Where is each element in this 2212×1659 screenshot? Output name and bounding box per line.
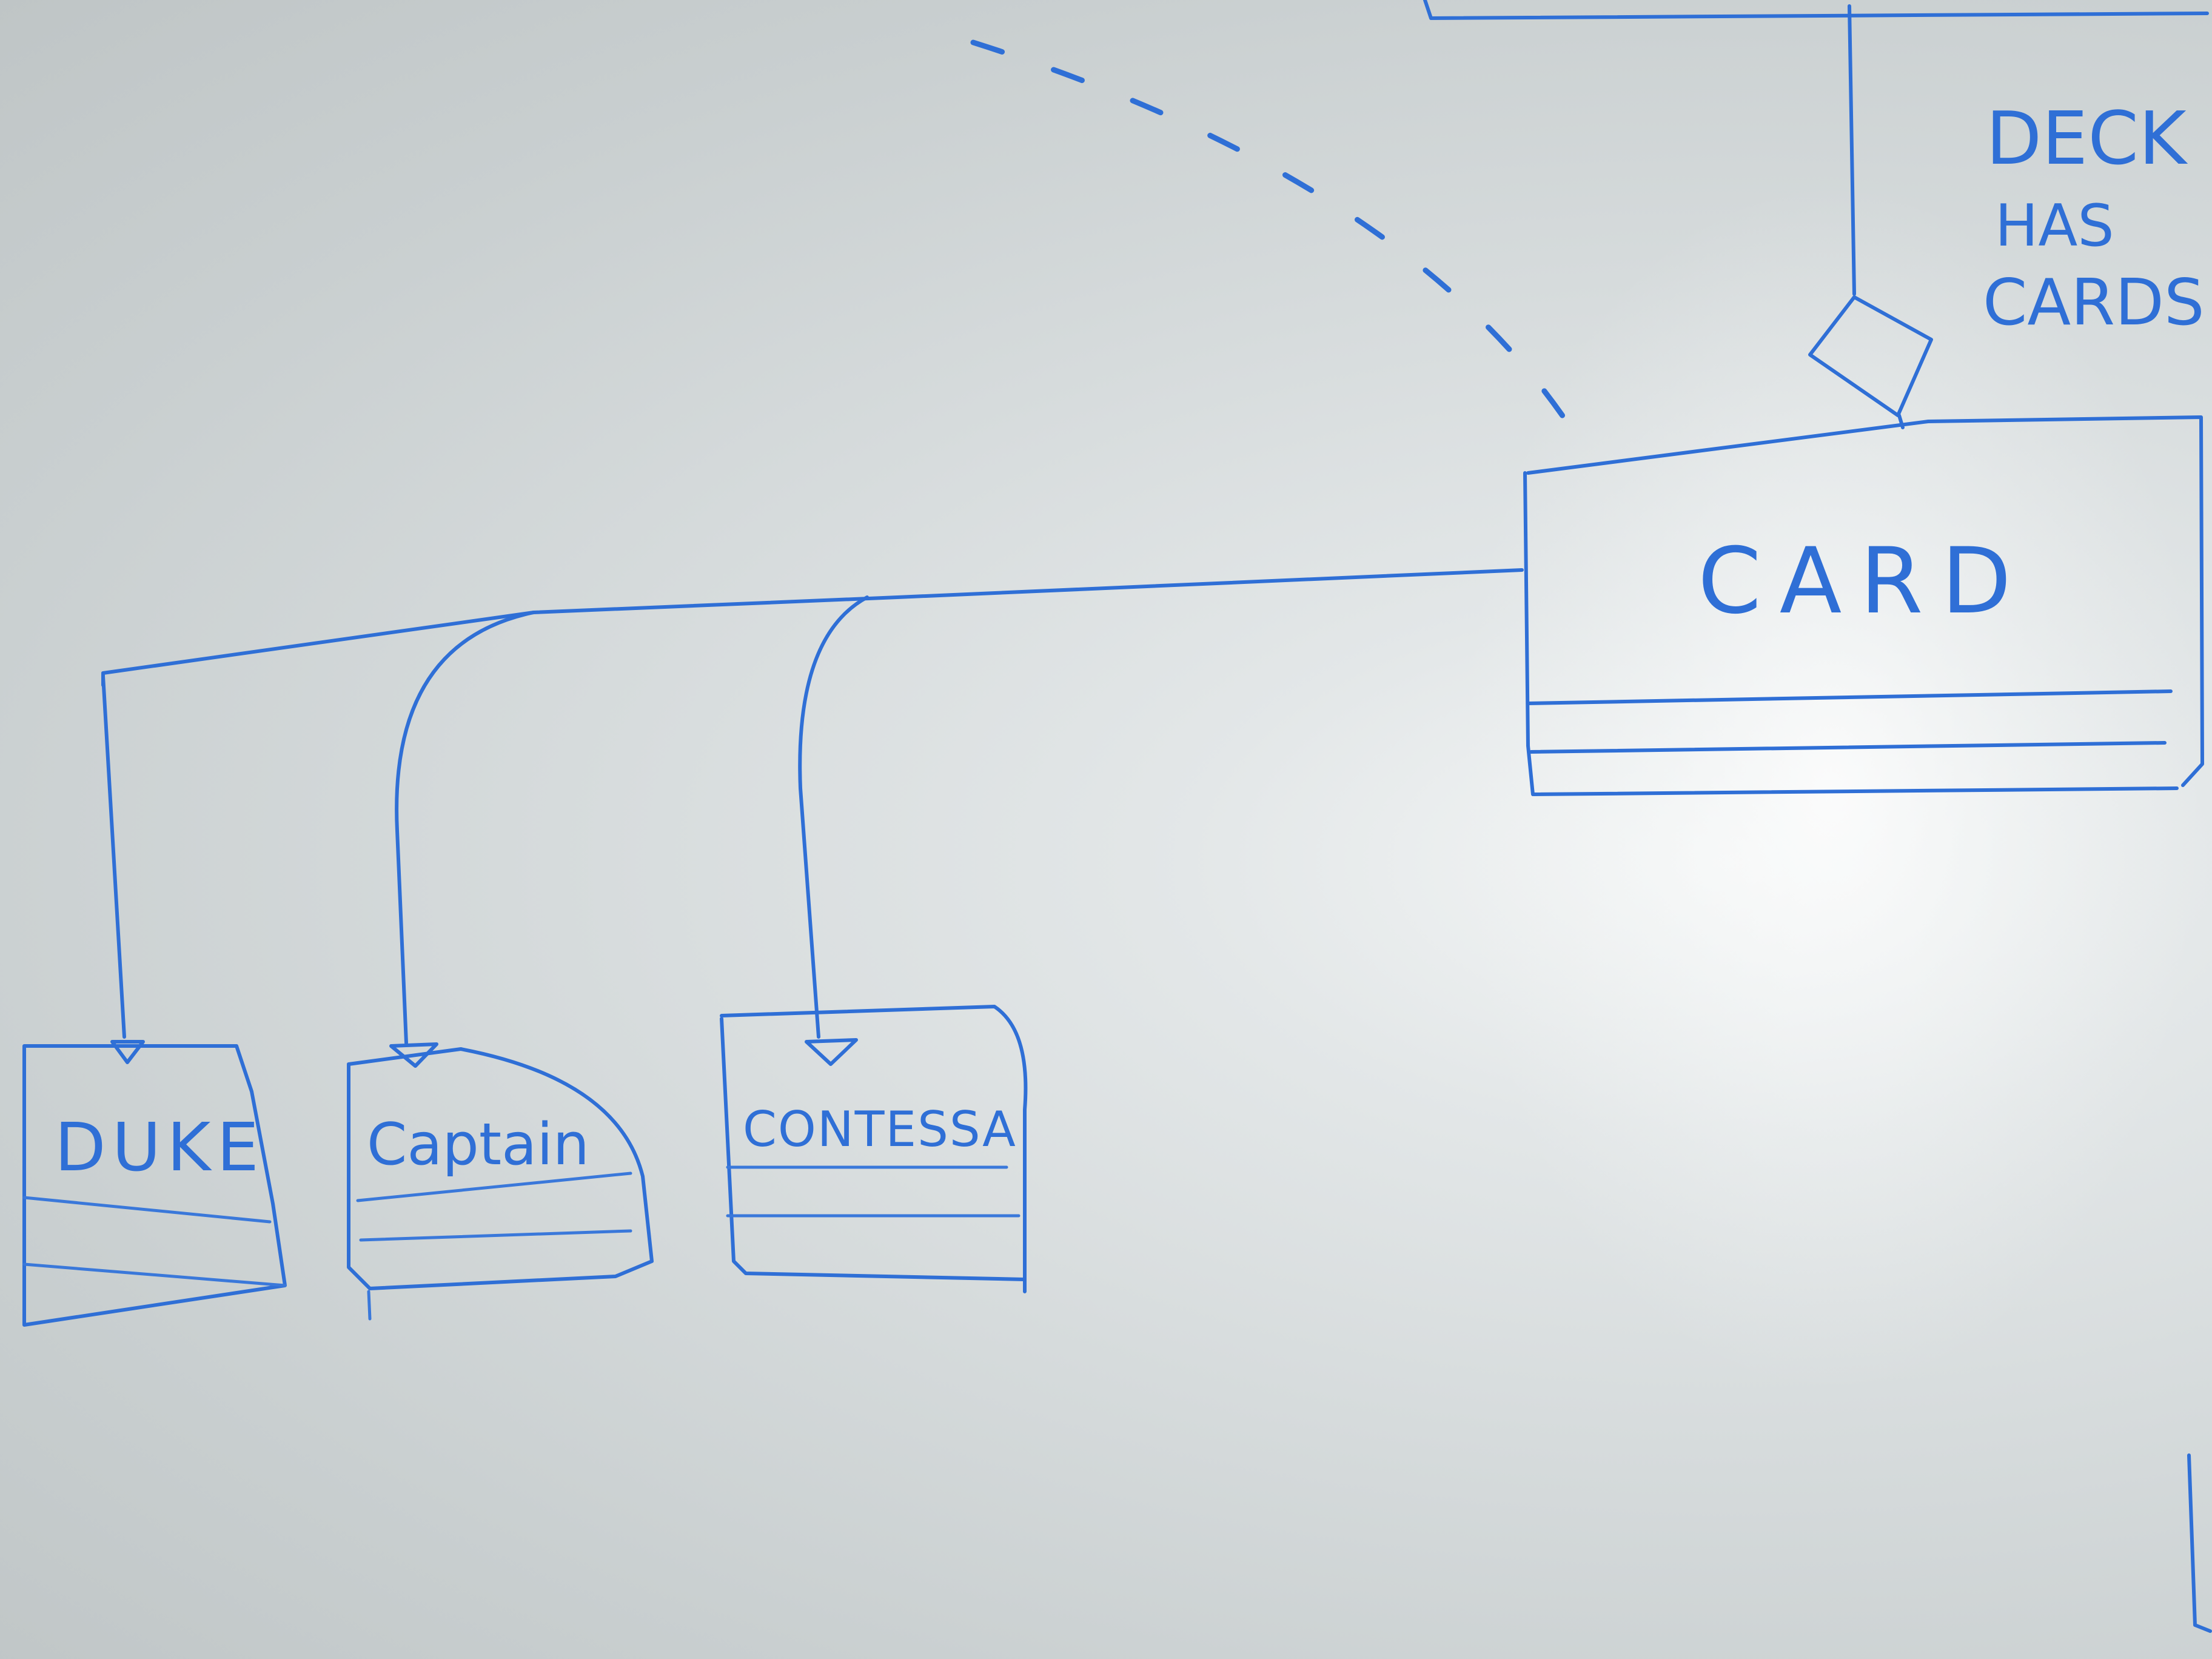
contessa-branch: [798, 595, 869, 1039]
contessa-class-box: [720, 1005, 1028, 1293]
card-class-name: CARD: [1698, 529, 2029, 634]
board-glare: [1455, 182, 2207, 1395]
captain-branch: [395, 611, 535, 1045]
captain-class-name: Captain: [367, 1111, 589, 1178]
captain-class-box: [347, 1047, 654, 1321]
annotation-cards: CARDS: [1983, 266, 2205, 340]
duke-class-name: DUKE: [55, 1108, 265, 1186]
annotation-has: HAS: [1995, 193, 2114, 260]
contessa-class-name: CONTESSA: [743, 1101, 1017, 1158]
offscreen-box-edge: [2187, 1453, 2212, 1633]
contessa-arrowhead: [805, 1038, 858, 1066]
deck-class-box: [1423, 0, 2209, 296]
duke-branch: [101, 674, 126, 1039]
duke-arrowhead: [110, 1040, 145, 1064]
dependency-dashed-line: [970, 39, 1580, 440]
card-class-box: [1523, 415, 2204, 796]
duke-class-box: [22, 1044, 287, 1327]
annotation-deck: DECK: [1986, 97, 2188, 181]
